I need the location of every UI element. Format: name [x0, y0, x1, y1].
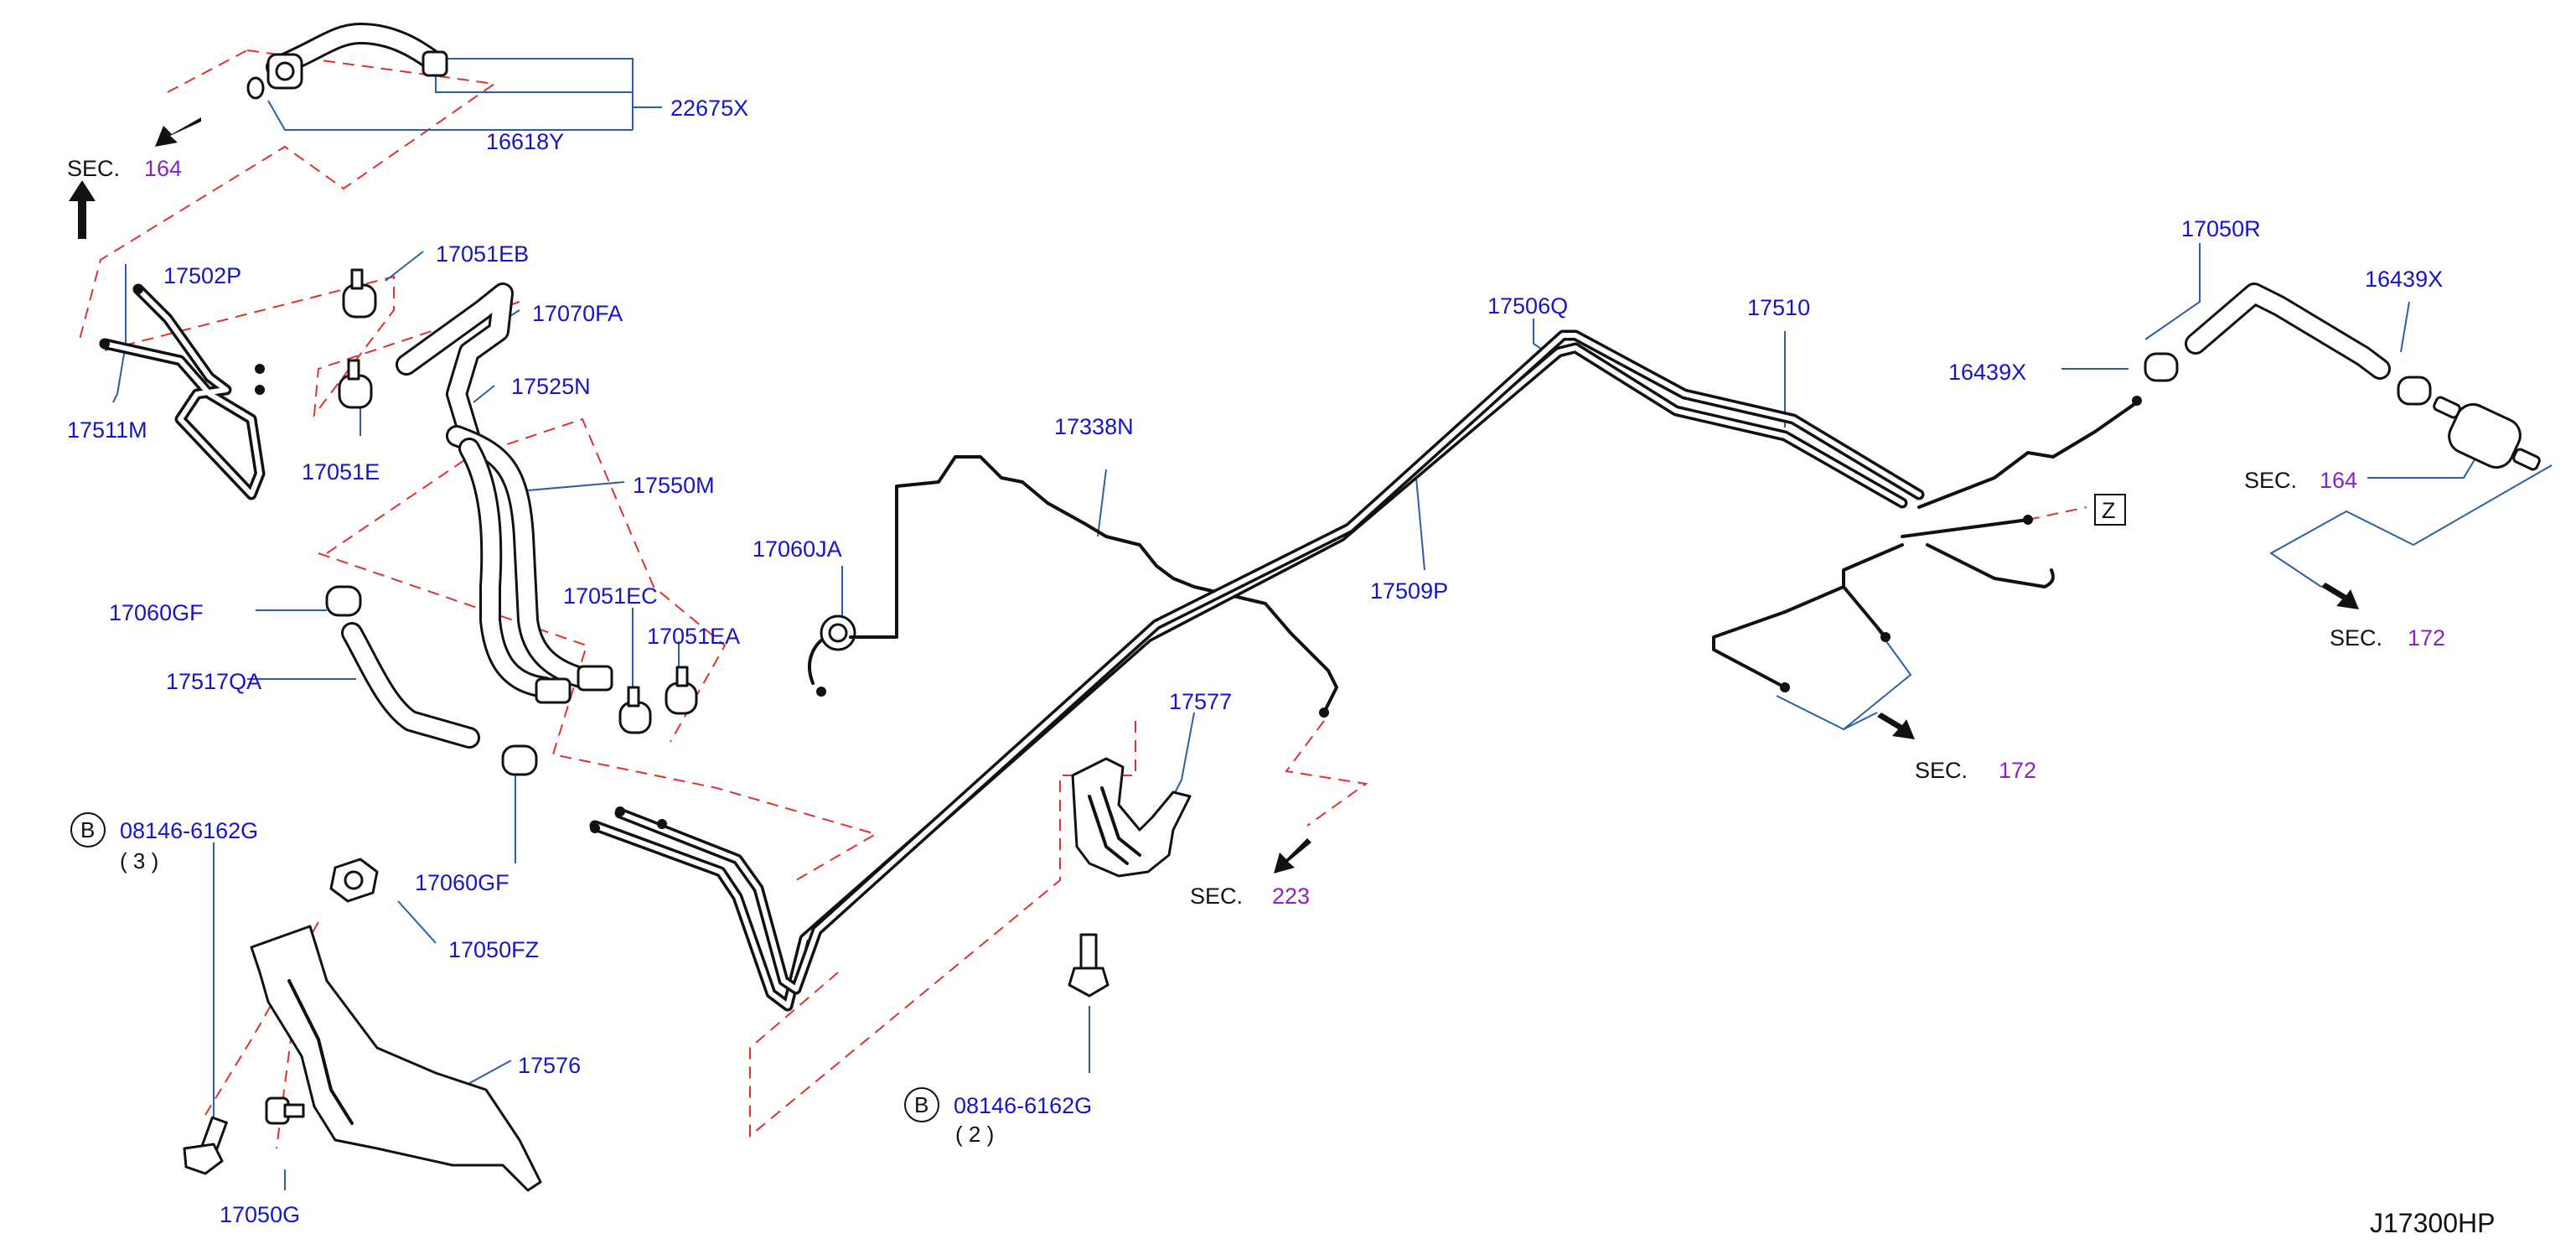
sec-number-223: 223 [1272, 884, 1310, 909]
label-17050FZ: 17050FZ [448, 937, 539, 962]
qty-bolt-right: ( 2 ) [955, 1122, 994, 1147]
fuel-filter-icon [2433, 396, 2541, 471]
label-17051E: 17051E [302, 459, 380, 485]
sec-prefix-172-right: SEC. [2330, 625, 2382, 651]
label-bolt-08146-6162G-right: 08146-6162G [954, 1093, 1092, 1118]
label-16439X-right: 16439X [2365, 267, 2443, 292]
section-references: SEC. 164 SEC. 223 SEC. 172 SEC. 164 SEC.… [67, 156, 2445, 909]
pipe-loop-17502P [99, 283, 266, 500]
direction-arrows [69, 117, 2359, 873]
bolt-symbol-left: B [70, 812, 106, 847]
nut-17050FZ-icon [329, 858, 379, 903]
diagram-code: J17300HP [2370, 1208, 2495, 1238]
protector-17577 [1071, 757, 1192, 878]
label-16618Y: 16618Y [486, 129, 564, 154]
sec-prefix-223: SEC. [1190, 884, 1243, 909]
label-17060GF-lower: 17060GF [415, 870, 510, 895]
label-17051EC: 17051EC [563, 583, 658, 609]
bolt-symbol-right: B [904, 1087, 939, 1122]
part-labels: 22675X 16618Y 17502P 17511M 17051EB 1707… [67, 96, 2443, 1227]
rear-fuel-lines [1712, 396, 2142, 692]
bolt-08146-6162G-right-icon [1068, 933, 1110, 998]
arrow-to-sec-164-left-icon [155, 117, 201, 147]
label-17060GF-upper: 17060GF [109, 600, 204, 625]
label-17525N: 17525N [511, 374, 591, 399]
sec-number-172-right: 172 [2408, 625, 2445, 651]
label-17502P: 17502P [163, 263, 241, 288]
arrow-to-sec-223-icon [1274, 838, 1311, 873]
label-17550M: 17550M [633, 473, 715, 498]
clamp-17051E-icon [338, 359, 373, 409]
sec-number-172-center: 172 [1999, 758, 2036, 783]
sec-number-164-left: 164 [144, 156, 182, 181]
o-ring-16618Y-icon [246, 76, 265, 100]
label-17050G: 17050G [220, 1202, 300, 1227]
z-connector-marker: Z [2094, 494, 2126, 526]
clamp-16439X-left-icon [2144, 352, 2179, 382]
svg-text:B: B [914, 1092, 928, 1117]
sec-number-164-right: 164 [2320, 468, 2357, 493]
label-17051EA: 17051EA [647, 624, 740, 649]
hose-bundle-17550M [396, 282, 613, 704]
svg-text:Z: Z [2102, 498, 2116, 523]
sec-prefix-164-left: SEC. [67, 156, 120, 181]
label-17506Q: 17506Q [1487, 293, 1568, 319]
label-17070FA: 17070FA [532, 301, 623, 326]
arrow-to-sec-172-right-icon [2321, 583, 2359, 609]
arrow-up-sec-164-icon [69, 180, 96, 239]
arrow-to-sec-172-center-icon [1877, 713, 1915, 739]
svg-text:B: B [80, 817, 95, 842]
label-22675X: 22675X [670, 96, 748, 121]
label-17517QA: 17517QA [166, 669, 261, 694]
clamp-17060GF-lower-icon [501, 744, 538, 776]
bolt-17050G-icon [265, 1096, 305, 1125]
clamp-17051EB-icon [342, 268, 377, 319]
clamp-17060GF-upper-icon [325, 585, 362, 617]
label-17338N: 17338N [1054, 414, 1134, 439]
grommet-17060JA [808, 614, 856, 697]
clamp-16439X-right-icon [2397, 376, 2432, 406]
clamp-17051EA-icon [665, 666, 698, 715]
main-fuel-lines [589, 329, 1925, 1012]
clamp-17051EC-icon [618, 686, 652, 734]
hose-17050R [2185, 282, 2391, 380]
label-17577: 17577 [1169, 689, 1232, 714]
vent-line-17338N [849, 455, 1338, 718]
label-17510: 17510 [1747, 295, 1810, 320]
label-17576: 17576 [518, 1053, 581, 1078]
label-17509P: 17509P [1370, 578, 1448, 604]
qty-bolt-left: ( 3 ) [120, 848, 158, 873]
label-bolt-08146-6162G-left: 08146-6162G [120, 818, 258, 843]
label-17060JA: 17060JA [753, 536, 842, 562]
label-17051EB: 17051EB [436, 241, 529, 267]
bolt-08146-6162G-left-icon [183, 1116, 228, 1175]
bracket-17576 [250, 925, 542, 1192]
sec-prefix-164-right: SEC. [2244, 468, 2297, 493]
hose-17517QA [341, 622, 480, 749]
sec-prefix-172-center: SEC. [1915, 758, 1968, 783]
label-17511M: 17511M [67, 417, 147, 443]
label-16439X-left: 16439X [1948, 360, 2026, 385]
label-17050R: 17050R [2181, 216, 2261, 241]
sensor-hose-22675X [246, 23, 448, 100]
